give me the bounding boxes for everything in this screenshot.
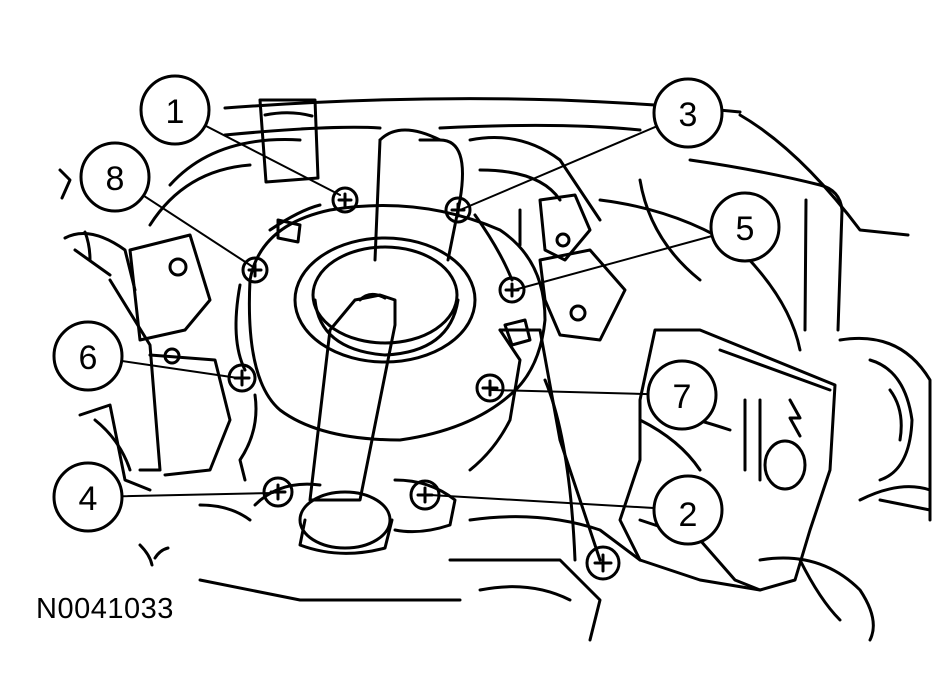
- callout-8: 8: [106, 160, 125, 198]
- wiring-harness: [234, 203, 532, 482]
- callout-3: 3: [679, 96, 698, 134]
- callout-circle-6: [52, 320, 124, 392]
- callout-1: 1: [166, 93, 185, 131]
- callout-circle-4: [52, 461, 124, 533]
- figure-id-label: N0041033: [36, 593, 174, 625]
- callout-circle-3: [652, 77, 724, 149]
- callout-7: 7: [673, 378, 692, 416]
- callout-5: 5: [736, 210, 755, 248]
- callout-6: 6: [79, 339, 98, 377]
- callout-circle-1: [139, 74, 211, 146]
- mounting-bracket: [618, 328, 837, 592]
- callout-circle-7: [646, 359, 718, 431]
- vacuum-pump: [247, 128, 547, 555]
- background-engine-components: [58, 97, 932, 642]
- callout-circle-2: [652, 474, 724, 546]
- callout-circle-5: [709, 191, 781, 263]
- callout-circles: [52, 74, 781, 546]
- callout-4: 4: [79, 480, 98, 518]
- callout-circle-8: [79, 141, 151, 213]
- callout-2: 2: [679, 496, 698, 534]
